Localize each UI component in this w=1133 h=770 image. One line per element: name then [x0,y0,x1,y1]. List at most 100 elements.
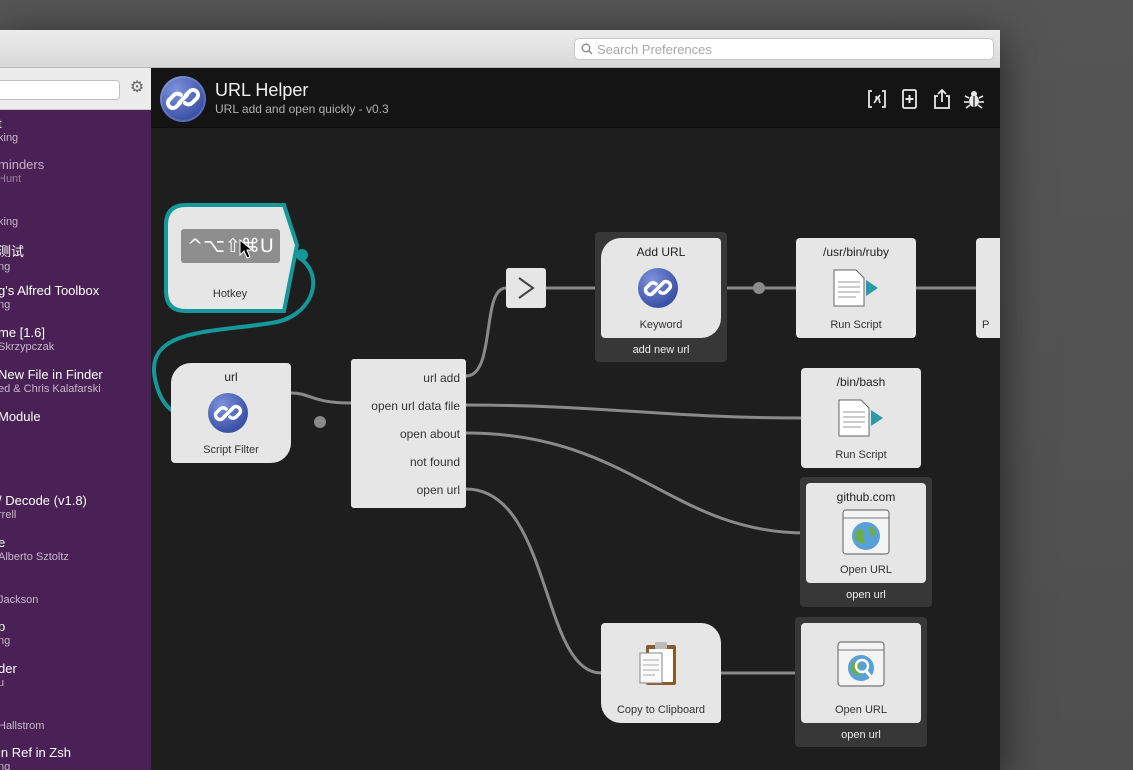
workflow-author: rrell [0,509,17,521]
open-url-node-frame[interactable]: github.com Open URL open url [800,477,932,607]
condition-output: open url [416,483,460,497]
workflow-title: der [0,661,17,676]
url-target: github.com [836,490,896,504]
workflow-list-item[interactable]: t king [0,116,18,144]
workflow-list-item[interactable]: g's Alfred Toolbox ng [0,283,99,311]
script-document-icon [833,269,878,307]
workflow-category-label: Hallstrom [0,720,45,732]
node-type-label: Copy to Clipboard [616,704,706,716]
filter-node[interactable] [506,268,546,308]
workflow-category-label: king [0,216,19,228]
workflow-search-input[interactable] [0,80,120,100]
workflow-author: ng [0,761,11,770]
clipboard-icon [639,642,676,685]
node-type-label: Run Script [835,449,887,461]
workflow-author: ng [0,261,11,273]
node-type-label: Keyword [639,319,683,331]
workflow-list-sidebar: ⚙ t king minders Hunt king 测试 ng g's Alf… [0,68,151,770]
partial-output-node[interactable]: P [976,238,1000,338]
condition-output: open about [399,427,460,441]
connection-dot [314,416,326,428]
node-type-label: Script Filter [203,444,259,456]
node-type-label: Run Script [830,319,882,331]
workflow-author: Hunt [0,173,22,185]
workflow-author: ng [0,635,11,647]
workflow-title: / Decode (v1.8) [0,493,87,508]
workflow-author: Alberto Sztoltz [0,551,69,563]
browser-globe-icon [842,509,890,555]
run-script-node[interactable]: /bin/bash Run Script [801,368,921,468]
workflow-author: ed & Chris Kalafarski [0,383,101,395]
workflow-list-item[interactable]: New File in Finder ed & Chris Kalafarski [0,367,103,395]
run-script-node[interactable]: /usr/bin/ruby Run Script [796,238,916,338]
hotkey-node[interactable]: ^⌥⇧⌘U Hotkey [164,203,308,314]
variables-button[interactable] [866,88,888,110]
workflow-list-item[interactable]: in Ref in Zsh ng [0,745,71,770]
keyword-node-frame[interactable]: Add URL Keyword add new url [595,232,727,362]
link-icon [638,268,678,308]
connection-dot [753,282,765,294]
workflow-title: me [1.6] [0,325,45,340]
open-url-node-frame[interactable]: Open URL open url [795,617,927,747]
window-titlebar [0,30,1000,68]
workflow-category-label: Jackson [0,594,39,606]
workflow-list-item[interactable]: der u [0,661,17,689]
keyword-node[interactable]: Add URL Keyword [601,238,721,338]
search-preferences-input[interactable] [597,41,987,57]
workflow-title: t [0,116,18,131]
script-language: /usr/bin/ruby [822,245,890,259]
workflow-list-item[interactable]: 测试 ng [0,241,24,273]
workflow-list-item[interactable]: p ng [0,619,10,647]
browser-search-icon [837,641,885,687]
open-url-node[interactable]: github.com Open URL [806,483,926,583]
workflow-list-item[interactable]: Module [0,409,41,425]
search-preferences-field[interactable] [574,38,994,60]
debug-button[interactable] [963,88,985,110]
workflow-title: g's Alfred Toolbox [0,283,100,298]
node-type-label: P [982,319,990,331]
workflow-canvas[interactable]: ^⌥⇧⌘U Hotkey url Script Filter url add o… [151,128,1000,770]
share-icon [934,88,950,109]
workflow-author: ng [0,299,11,311]
wire [465,431,807,535]
workflow-author: u [0,677,5,689]
workflow-title: e [0,535,6,550]
sidebar-toolbar: ⚙ [0,68,151,110]
condition-output: open url data file [371,399,460,413]
workflow-list-item[interactable]: me [1.6] Skrzypczak [0,325,54,353]
workflow-list-item[interactable]: / Decode (v1.8) rrell [0,493,87,521]
workflow-title: 测试 [0,244,25,259]
wire [290,391,352,405]
script-language: /bin/bash [836,375,886,389]
node-type-label: Open URL [840,564,892,576]
condition-output: not found [409,455,460,469]
workflow-title: minders [0,157,45,172]
node-keyword: Add URL [636,245,686,259]
workflow-list-item[interactable]: e Alberto Sztoltz [0,535,69,563]
gear-icon[interactable]: ⚙ [129,79,145,96]
workflow-title: Module [0,409,41,424]
share-button[interactable] [931,88,953,110]
condition-output: url add [423,371,460,385]
wire [465,487,602,675]
bug-icon [964,91,984,109]
script-filter-node[interactable]: url Script Filter [171,363,291,463]
connection-wires [152,257,976,675]
copy-to-clipboard-node[interactable]: Copy to Clipboard [601,623,721,723]
workflow-subtitle: URL add and open quickly - v0.3 [215,102,389,116]
conditional-node[interactable]: url add open url data file open about no… [351,359,466,508]
workflow-author: king [0,132,19,144]
workflow-list-item[interactable]: minders Hunt [0,157,44,185]
node-note: add new url [632,344,690,356]
hotkey-wire [152,257,316,415]
wire [465,403,802,420]
variables-icon [868,90,886,108]
mouse-cursor-icon [239,239,253,259]
node-keyword: url [224,370,238,384]
workflow-title: p [0,619,6,634]
open-url-node[interactable]: Open URL [801,623,921,723]
add-object-button[interactable] [899,88,921,110]
workflow-title: New File in Finder [0,367,103,382]
script-document-icon [838,399,883,437]
node-note: open url [846,589,886,601]
